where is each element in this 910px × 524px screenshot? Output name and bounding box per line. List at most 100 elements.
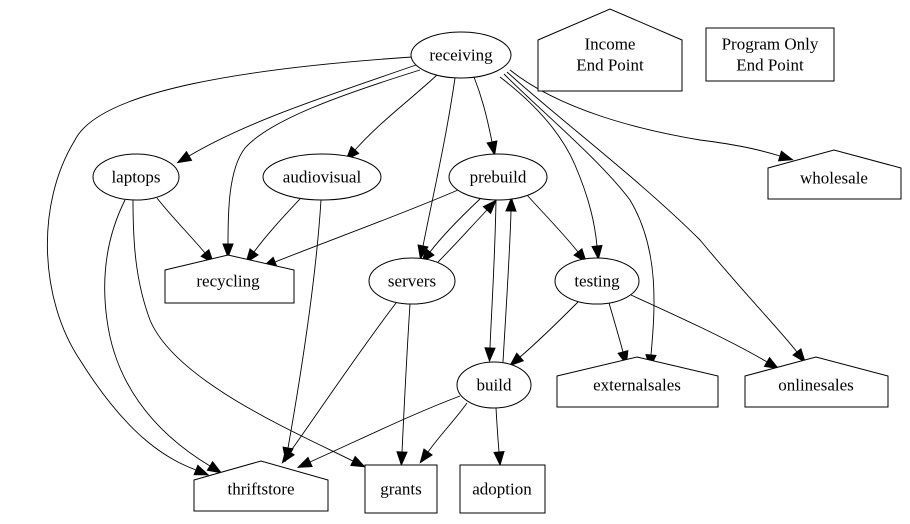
arrowhead-icon	[419, 448, 433, 464]
edge-line	[422, 77, 456, 247]
legend-program-line1: Program Only	[722, 35, 819, 54]
edge-prebuild-to-testing	[526, 194, 588, 264]
node-wholesale[interactable]: wholesale	[767, 149, 902, 200]
edge-build-to-grants	[419, 402, 468, 464]
arrowhead-icon	[396, 451, 408, 467]
node-prebuild[interactable]: prebuild	[448, 153, 548, 201]
edge-line	[253, 198, 301, 253]
edge-receiving-to-audiovisual	[345, 74, 438, 161]
node-label: grants	[380, 480, 422, 499]
house-shape	[193, 460, 329, 512]
nodes-layer: Income End Point Program Only End Point …	[92, 8, 902, 514]
node-label: receiving	[429, 46, 493, 65]
edge-line	[132, 199, 354, 462]
edge-line	[608, 302, 624, 353]
node-testing[interactable]: testing	[554, 257, 640, 305]
ellipse-shape	[554, 257, 640, 305]
edge-line	[437, 209, 488, 263]
edge-servers-to-prebuild	[437, 199, 497, 263]
node-label: onlinesales	[778, 376, 854, 395]
edge-line	[309, 395, 461, 463]
edge-build-to-thriftstore	[296, 395, 461, 468]
edge-prebuild-to-build	[484, 199, 497, 363]
edge-audiovisual-to-recycling	[245, 198, 301, 264]
arrowhead-icon	[281, 448, 295, 464]
edge-line	[489, 199, 497, 349]
edge-line	[47, 56, 413, 471]
arrowhead-icon	[484, 347, 496, 363]
edge-testing-to-externalsales	[608, 302, 629, 366]
edge-receiving-to-laptops	[176, 64, 417, 164]
node-adoption[interactable]: adoption	[459, 464, 546, 514]
edge-servers-to-grants	[396, 303, 411, 467]
node-thriftstore[interactable]: thriftstore	[193, 460, 329, 512]
node-externalsales[interactable]: externalsales	[556, 356, 719, 408]
edge-line	[104, 199, 211, 467]
edge-line	[502, 210, 512, 363]
edge-build-to-adoption	[493, 407, 505, 467]
node-label: audiovisual	[283, 168, 362, 187]
node-label: prebuild	[470, 168, 527, 187]
box-shape	[705, 27, 835, 82]
edge-line	[495, 407, 500, 453]
edge-line	[227, 69, 421, 245]
edge-receiving-to-prebuild	[473, 76, 498, 157]
arrowhead-icon	[222, 243, 234, 259]
edge-receiving-to-externalsales	[503, 73, 657, 370]
arrowhead-icon	[486, 140, 498, 157]
node-onlinesales[interactable]: onlinesales	[744, 356, 889, 408]
edge-line	[354, 74, 438, 151]
node-label: servers	[388, 272, 436, 291]
house-shape	[556, 356, 719, 408]
edge-laptops-to-grants	[132, 199, 366, 468]
house-shape	[767, 149, 902, 200]
legend-income-line1: Income	[585, 35, 636, 54]
edge-line	[506, 71, 798, 353]
arrowhead-icon	[176, 150, 193, 164]
node-label: testing	[574, 272, 620, 291]
arrowhead-icon	[206, 460, 223, 474]
ellipse-shape	[262, 153, 382, 201]
ellipse-shape	[456, 361, 532, 409]
edge-line	[401, 303, 411, 453]
house-shape	[537, 8, 683, 92]
edge-line	[289, 302, 397, 453]
edge-testing-to-onlinesales	[630, 294, 780, 370]
arrowhead-icon	[509, 352, 525, 367]
ellipse-shape	[448, 153, 548, 201]
arrowhead-icon	[350, 455, 366, 468]
ellipse-shape	[410, 31, 512, 79]
edge-line	[427, 402, 468, 453]
legend-income-end-point: Income End Point	[537, 8, 683, 92]
node-servers[interactable]: servers	[368, 257, 456, 305]
edge-build-to-prebuild	[502, 196, 517, 363]
edge-line	[519, 301, 579, 358]
node-label: externalsales	[593, 376, 681, 395]
node-label: adoption	[472, 480, 532, 499]
edge-receiving-to-testing	[499, 76, 603, 261]
legend-program-line2: End Point	[736, 56, 804, 75]
node-label: wholesale	[800, 169, 868, 188]
legend-program-end-point: Program Only End Point	[705, 27, 835, 82]
edge-line	[499, 76, 598, 247]
ellipse-shape	[92, 153, 180, 201]
node-grants[interactable]: grants	[364, 464, 438, 514]
node-recycling[interactable]: recycling	[164, 254, 295, 304]
edge-line	[526, 194, 579, 253]
node-receiving[interactable]: receiving	[410, 31, 512, 79]
edge-line	[509, 69, 781, 157]
arrowhead-icon	[777, 150, 794, 162]
edge-receiving-to-thriftstore	[47, 56, 413, 476]
arrowhead-icon	[245, 248, 259, 264]
node-laptops[interactable]: laptops	[92, 153, 180, 201]
arrowhead-icon	[591, 244, 603, 261]
edge-line	[473, 76, 493, 143]
box-shape	[459, 464, 546, 514]
node-build[interactable]: build	[456, 361, 532, 409]
edge-line	[630, 294, 768, 363]
arrowhead-icon	[193, 464, 210, 476]
edge-line	[156, 197, 206, 254]
node-audiovisual[interactable]: audiovisual	[262, 153, 382, 201]
arrowhead-icon	[296, 456, 313, 468]
